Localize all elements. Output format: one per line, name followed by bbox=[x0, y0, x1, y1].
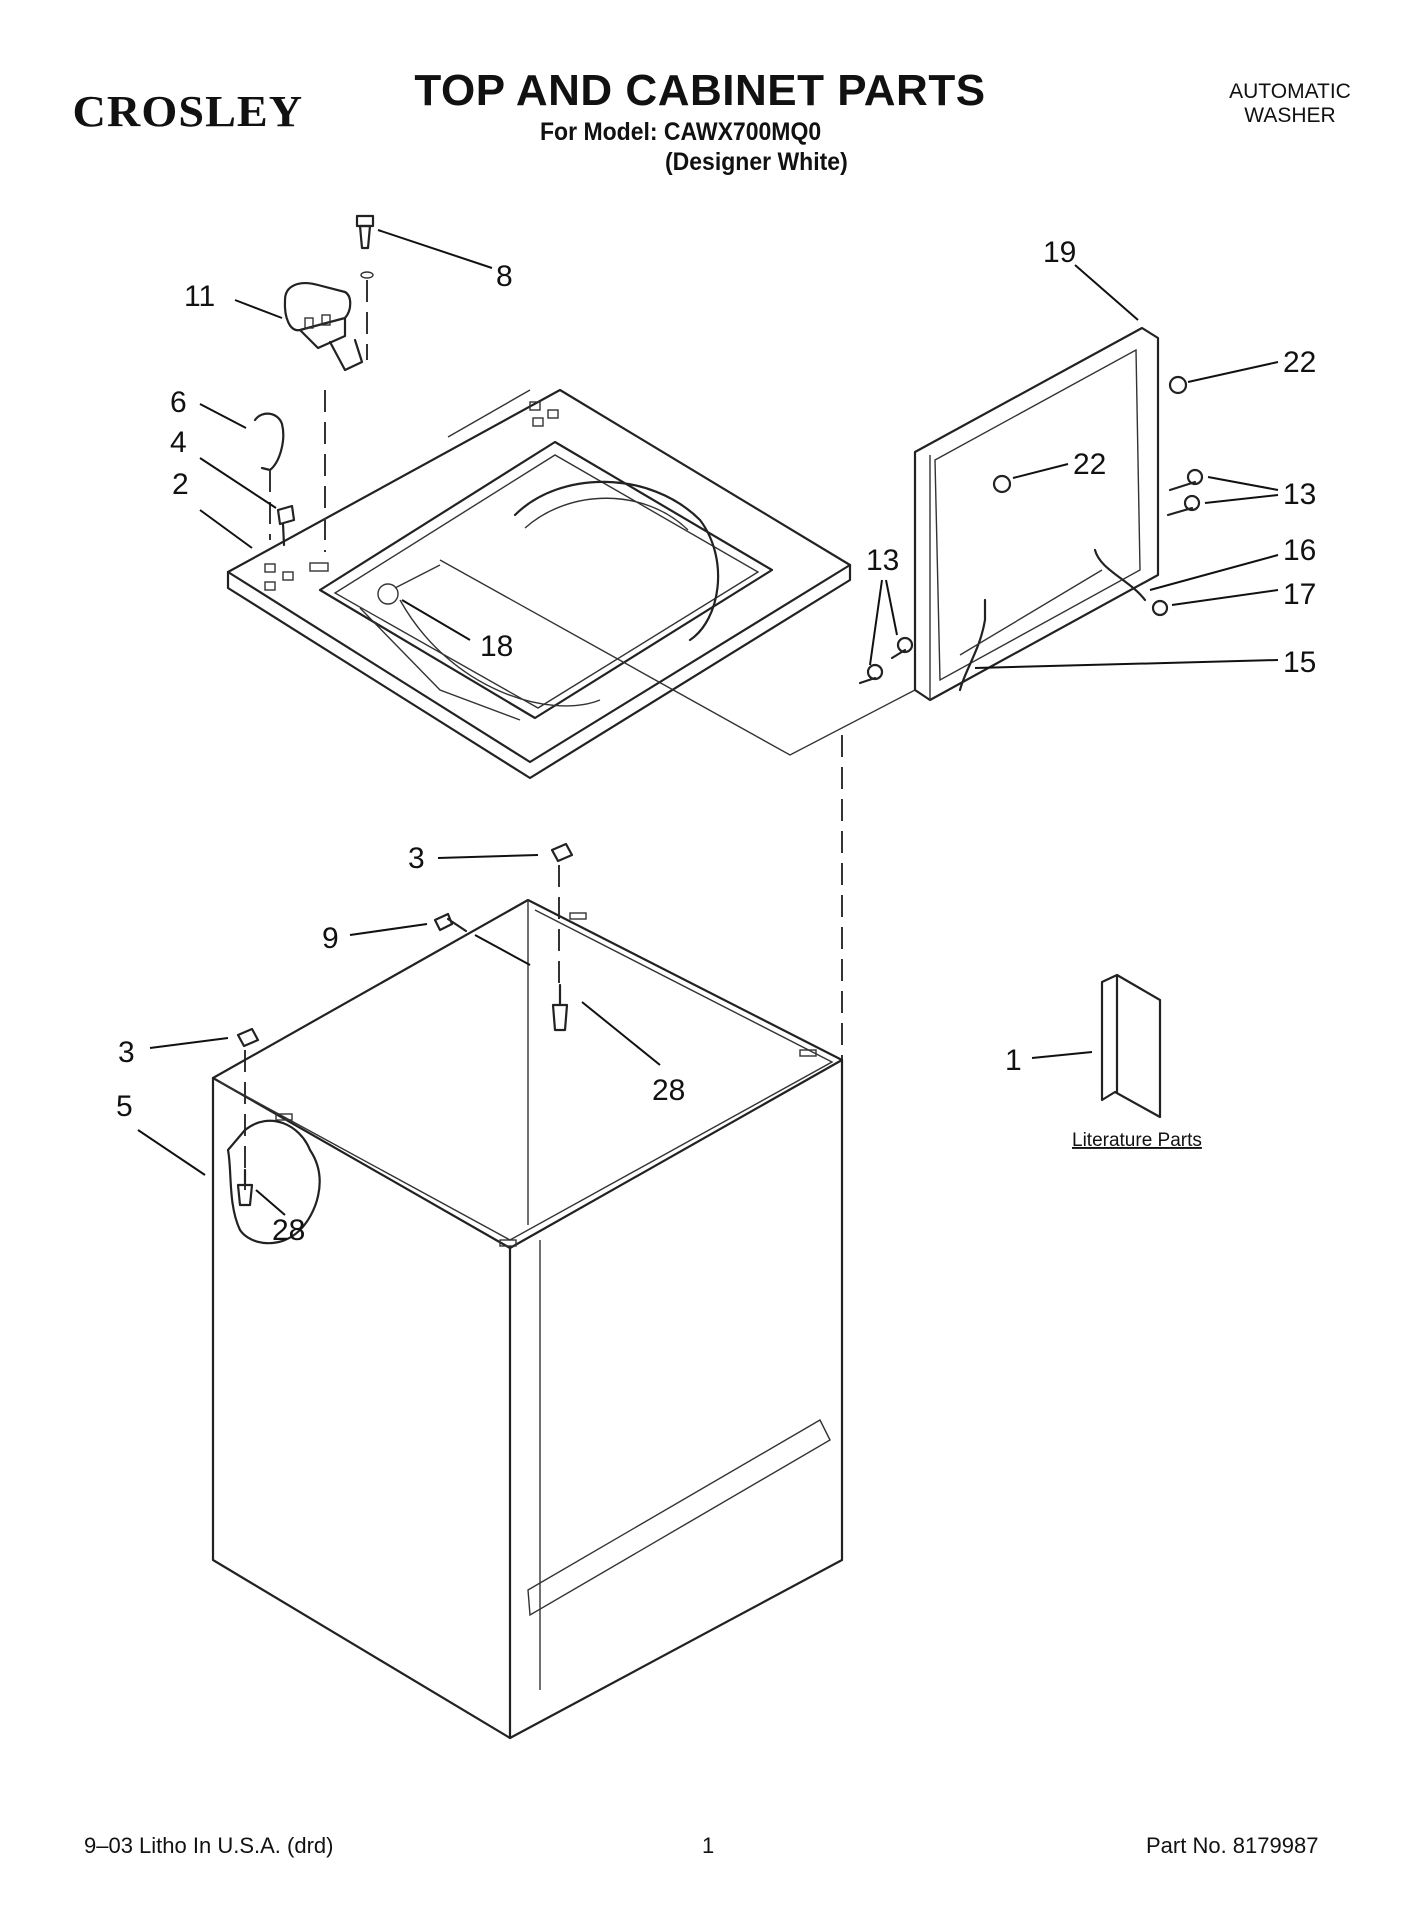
hose-routing-line bbox=[439, 559, 916, 756]
part-8-screw bbox=[355, 214, 375, 279]
part-28-screw-lower bbox=[236, 1168, 254, 1207]
model-line: For Model: CAWX700MQ0 bbox=[540, 118, 822, 146]
appliance-type-line2: WASHER bbox=[1244, 104, 1336, 127]
part-19-lid bbox=[913, 326, 1160, 702]
part-5-cabinet bbox=[211, 898, 844, 1740]
callout-13-left: 13 bbox=[866, 544, 899, 577]
part-3-clip-lower bbox=[236, 1027, 260, 1048]
callout-15: 15 bbox=[1283, 646, 1316, 679]
callout-6: 6 bbox=[170, 386, 187, 419]
callout-4: 4 bbox=[170, 426, 187, 459]
part-9-screw bbox=[433, 912, 468, 933]
page-title: TOP AND CABINET PARTS bbox=[414, 66, 986, 115]
callout-28-upper: 28 bbox=[652, 1074, 685, 1107]
leader-lines bbox=[137, 229, 1279, 1216]
callout-2: 2 bbox=[172, 468, 189, 501]
variant-line: (Designer White) bbox=[665, 148, 848, 176]
brand-logo: CROSLEY bbox=[72, 87, 304, 136]
callout-3-upper: 3 bbox=[408, 842, 425, 875]
callout-28-lower: 28 bbox=[272, 1214, 305, 1247]
callout-19: 19 bbox=[1043, 236, 1076, 269]
callout-8: 8 bbox=[496, 260, 513, 293]
callout-17: 17 bbox=[1283, 578, 1316, 611]
part-11-lid-switch bbox=[283, 282, 364, 372]
callout-22-lower: 22 bbox=[1073, 448, 1106, 481]
callout-5: 5 bbox=[116, 1090, 133, 1123]
part-28-screw-upper bbox=[551, 983, 569, 1032]
part-6-clip bbox=[253, 412, 285, 472]
part-1-literature bbox=[1100, 973, 1162, 1119]
appliance-type-line1: AUTOMATIC bbox=[1229, 80, 1351, 103]
callout-16: 16 bbox=[1283, 534, 1316, 567]
callout-9: 9 bbox=[322, 922, 339, 955]
callout-11: 11 bbox=[184, 280, 215, 313]
cabinet-cutaway bbox=[226, 1119, 321, 1245]
top-panel bbox=[226, 388, 852, 780]
part-3-clip-upper bbox=[550, 842, 574, 863]
footer-litho: 9–03 Litho In U.S.A. (drd) bbox=[84, 1833, 334, 1858]
literature-parts-label: Literature Parts bbox=[1072, 1130, 1202, 1151]
callout-13-right: 13 bbox=[1283, 478, 1316, 511]
callout-18: 18 bbox=[480, 630, 513, 663]
callout-3-lower: 3 bbox=[118, 1036, 135, 1069]
callout-1: 1 bbox=[1005, 1044, 1022, 1077]
callout-22-upper: 22 bbox=[1283, 346, 1316, 379]
appliance-type: AUTOMATIC WASHER bbox=[1190, 80, 1390, 128]
lid-bumpers-and-hinges bbox=[858, 375, 1204, 692]
part-4-bracket bbox=[276, 504, 296, 547]
footer-page-number: 1 bbox=[702, 1833, 715, 1858]
footer-part-number: Part No. 8179987 bbox=[1146, 1833, 1319, 1858]
